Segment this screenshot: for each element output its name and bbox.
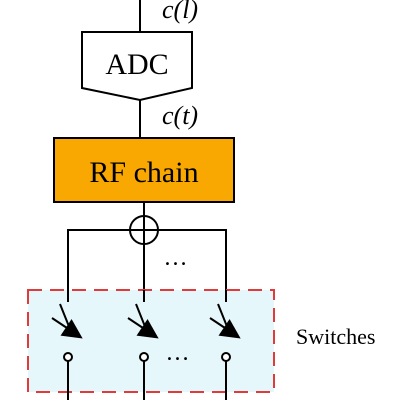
adc-block bbox=[81, 31, 193, 102]
switch-arrow-icon bbox=[209, 290, 241, 400]
rf-chain-label: RF chain bbox=[89, 156, 198, 189]
right-branch-line bbox=[158, 229, 227, 302]
left-branch-line bbox=[67, 229, 130, 302]
middle-signal-label: c(t) bbox=[162, 101, 198, 130]
switch-arrow-icon bbox=[127, 290, 159, 400]
switch-group-label: Switches bbox=[296, 324, 375, 349]
upper-ellipsis: … bbox=[164, 245, 189, 271]
adc-label: ADC bbox=[105, 48, 168, 81]
switch-arrow-icon bbox=[51, 290, 83, 400]
top-signal-label: c(l) bbox=[162, 0, 198, 24]
switch-group-box bbox=[27, 289, 275, 393]
lower-ellipsis: … bbox=[166, 340, 191, 366]
circle-plus-icon bbox=[129, 215, 159, 245]
rf-chain-block bbox=[53, 137, 235, 203]
